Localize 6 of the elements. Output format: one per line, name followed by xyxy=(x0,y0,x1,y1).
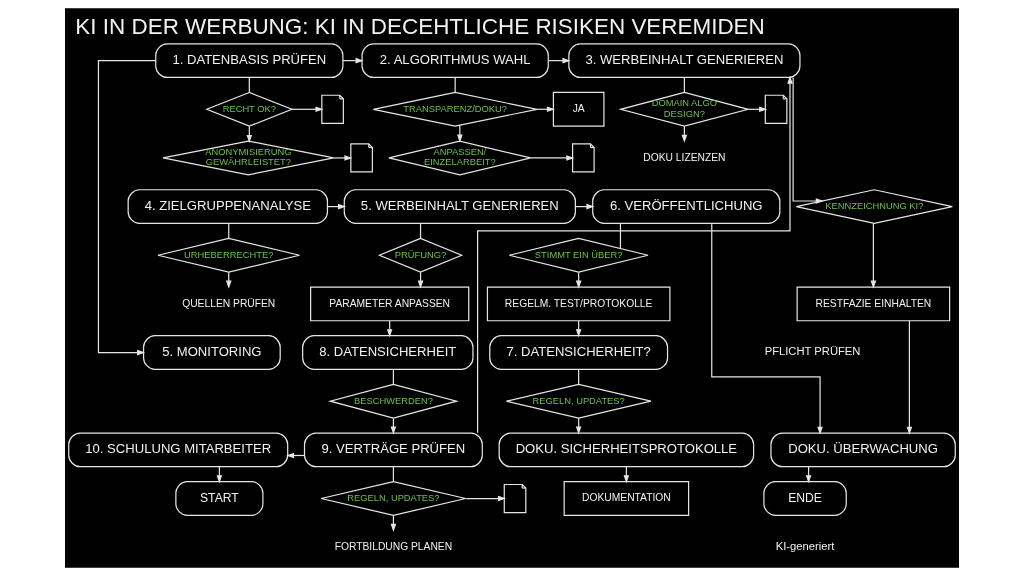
node-text: QUELLEN PRÜFEN xyxy=(182,297,276,309)
node-text: FORTBILDUNG PLANEN xyxy=(334,540,453,552)
label: KI-generiert xyxy=(775,540,835,553)
node-text: DOKU LIZENZEN xyxy=(643,151,726,163)
label: PFLICHT PRÜFEN xyxy=(764,345,861,358)
diagram-title: KI IN DER WERBUNG: KI IN DECEHTLICHE RISIKEN VEREMIDEN xyxy=(75,13,765,39)
